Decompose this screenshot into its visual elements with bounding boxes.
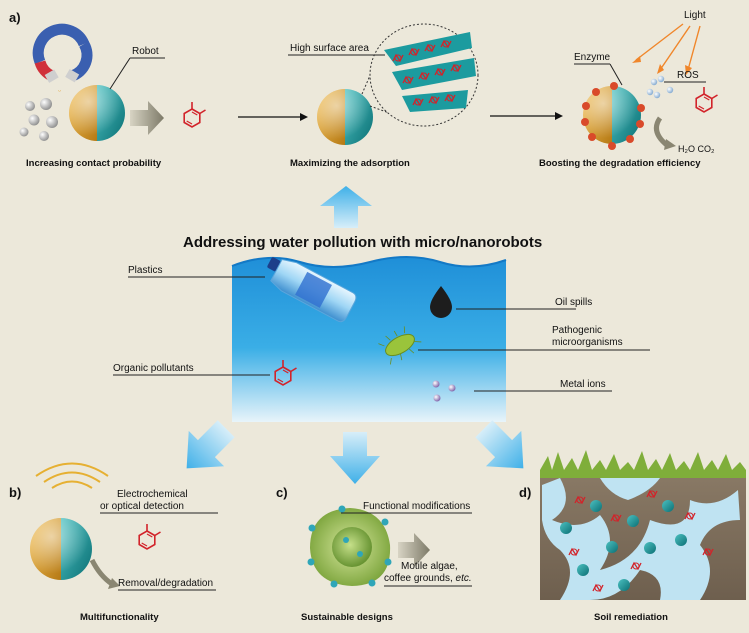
caption-multifunctionality: Multifunctionality (80, 612, 159, 623)
label-metal-ions: Metal ions (560, 379, 606, 390)
bacterium-icon (378, 326, 422, 365)
panel-c-letter: c) (276, 485, 288, 500)
down-arrow-center (330, 432, 380, 484)
label-microorganisms: microorganisms (552, 337, 623, 348)
robot-janus-sphere-icon (30, 518, 92, 580)
label-ros: ROS (677, 70, 699, 81)
down-arrow-left (186, 420, 235, 469)
metal-ion-icon (432, 380, 456, 402)
oil-drop-icon (430, 286, 452, 318)
panel-a: a) ᵕ Robot (9, 10, 719, 169)
label-etc: etc. (456, 573, 472, 584)
panel-d-letter: d) (519, 485, 531, 500)
enzyme-icon (581, 82, 645, 150)
ros-icon (646, 75, 674, 99)
caption-boosting-degradation: Boosting the degradation efficiency (539, 158, 701, 169)
caption-soil-remediation: Soil remediation (594, 612, 668, 623)
grass-soil-icon (540, 450, 746, 600)
label-enzyme: Enzyme (574, 52, 611, 63)
label-coffee-grounds: coffee grounds, (384, 573, 456, 584)
panel-b-letter: b) (9, 485, 21, 500)
soil-robots (560, 500, 687, 591)
svg-text:ᵕ: ᵕ (58, 87, 61, 96)
panel-a-letter: a) (9, 10, 21, 25)
label-functional-modifications: Functional modifications (363, 501, 470, 512)
panel-b: b) Electrochemical or optical detection … (9, 462, 218, 623)
label-organic-pollutants: Organic pollutants (113, 363, 194, 374)
label-pathogenic: Pathogenic (552, 325, 602, 336)
label-light: Light (684, 10, 706, 21)
label-plastics: Plastics (128, 265, 162, 276)
signal-waves-icon (35, 462, 109, 489)
caption-sustainable-designs: Sustainable designs (301, 612, 393, 623)
caption-maximizing-adsorption: Maximizing the adsorption (290, 158, 410, 169)
robot-janus-sphere-icon (317, 89, 373, 145)
up-arrow (320, 186, 372, 228)
caption-increasing-contact: Increasing contact probability (26, 158, 162, 169)
magnet-icon: ᵕ (32, 23, 93, 96)
label-electrochemical: Electrochemical (117, 489, 188, 500)
curved-arrow-b (89, 558, 114, 587)
robot-leader-line (109, 57, 131, 90)
gray-arrow-a1 (130, 101, 164, 135)
surface-zoom-icon (361, 23, 479, 127)
center-title: Addressing water pollution with micro/na… (183, 234, 542, 251)
robot-janus-sphere-icon (583, 86, 641, 144)
label-removal-degradation: Removal/degradation (118, 578, 213, 589)
panel-d: d) Soil remed (519, 450, 746, 623)
gray-arrow-c (398, 533, 430, 567)
svg-text:coffee grounds, etc.: coffee grounds, etc. (384, 573, 472, 584)
plastic-bottle-icon (267, 257, 357, 323)
label-oil-spills: Oil spills (555, 297, 592, 308)
label-robot: Robot (132, 46, 159, 57)
label-motile-algae: Motile algae, (401, 561, 458, 572)
robot-janus-sphere-icon (69, 85, 125, 141)
label-high-surface-area: High surface area (290, 43, 369, 54)
light-arrows-icon (635, 23, 701, 71)
particles-icon (19, 98, 58, 141)
algae-cell-icon (307, 505, 392, 588)
panel-c: c) Functional modifications Motile algae… (276, 485, 472, 623)
label-h2o-co2: H₂O CO₂ (678, 144, 715, 154)
down-arrow-right (475, 420, 524, 469)
label-optical-detection: or optical detection (100, 501, 184, 512)
